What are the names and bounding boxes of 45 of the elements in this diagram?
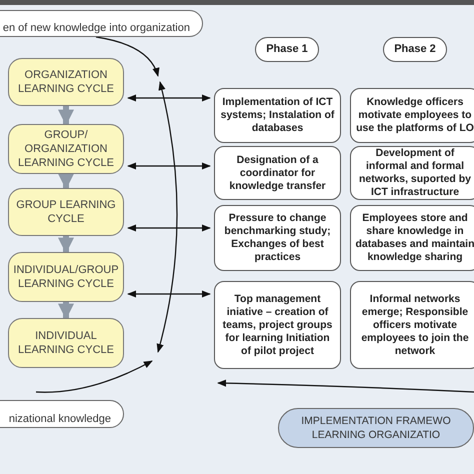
cycle-box <box>8 58 124 106</box>
arrow <box>127 224 211 232</box>
node-text: Employees store and share knowledge in databases and maintain knowledge sharing <box>355 212 474 264</box>
cycle-box <box>8 318 124 368</box>
node-text: en of new knowledge into organization <box>2 20 190 36</box>
step-box <box>214 281 341 369</box>
node-text: Designation of a coordinator for knowledge transfer <box>228 154 327 192</box>
cycle-box <box>8 124 124 174</box>
arrow <box>127 290 211 298</box>
node-text: Pressure to change benchmarking study; Exchanges of best practices <box>223 212 332 264</box>
node-text: Phase 2 <box>394 42 436 58</box>
arrow <box>127 94 211 102</box>
cycle-box <box>8 252 124 302</box>
framework-banner <box>278 408 474 448</box>
block-arrow <box>58 302 74 320</box>
rounded-banner <box>0 10 203 37</box>
node-text: Top management iniative – creation of teams, project groups for learning Initiation of pilot project <box>222 292 334 358</box>
phase-pill <box>255 37 319 62</box>
block-arrow <box>58 236 74 254</box>
step-box <box>350 88 474 143</box>
step-box <box>350 205 474 271</box>
node-text: Informal networks emerge; Responsible officers motivate employees to join the network <box>360 292 470 358</box>
block-arrow <box>58 174 74 190</box>
node-text: GROUP/ ORGANIZATION LEARNING CYCLE <box>17 128 115 170</box>
step-box <box>350 281 474 369</box>
node-text: INDIVIDUAL LEARNING CYCLE <box>17 329 115 357</box>
node-text: Development of informal and formal networks, suported by ICT infrastructure <box>358 147 472 199</box>
node-text: ORGANIZATION LEARNING CYCLE <box>17 68 115 96</box>
block-arrow <box>58 106 74 126</box>
cycle-box <box>8 188 124 236</box>
node-text: Knowledge officers motivate employees to use the platforms of LO <box>355 96 474 135</box>
arrow <box>36 360 153 393</box>
arrow <box>127 162 211 170</box>
node-text: Phase 1 <box>266 42 308 58</box>
node-text: INDIVIDUAL/GROUP LEARNING CYCLE <box>13 263 119 291</box>
step-box <box>214 88 341 143</box>
node-text: Implementation of ICT systems; Instalation of databases <box>220 96 336 135</box>
node-text: IMPLEMENTATION FRAMEWO LEARNING ORGANIZATIO <box>300 414 452 442</box>
step-box <box>214 205 341 271</box>
node-text: nizational knowledge <box>8 412 111 426</box>
arrow <box>96 36 159 77</box>
rounded-banner <box>0 400 124 428</box>
node-text: GROUP LEARNING CYCLE <box>15 198 117 226</box>
step-box <box>214 146 341 200</box>
phase-pill <box>383 37 447 62</box>
